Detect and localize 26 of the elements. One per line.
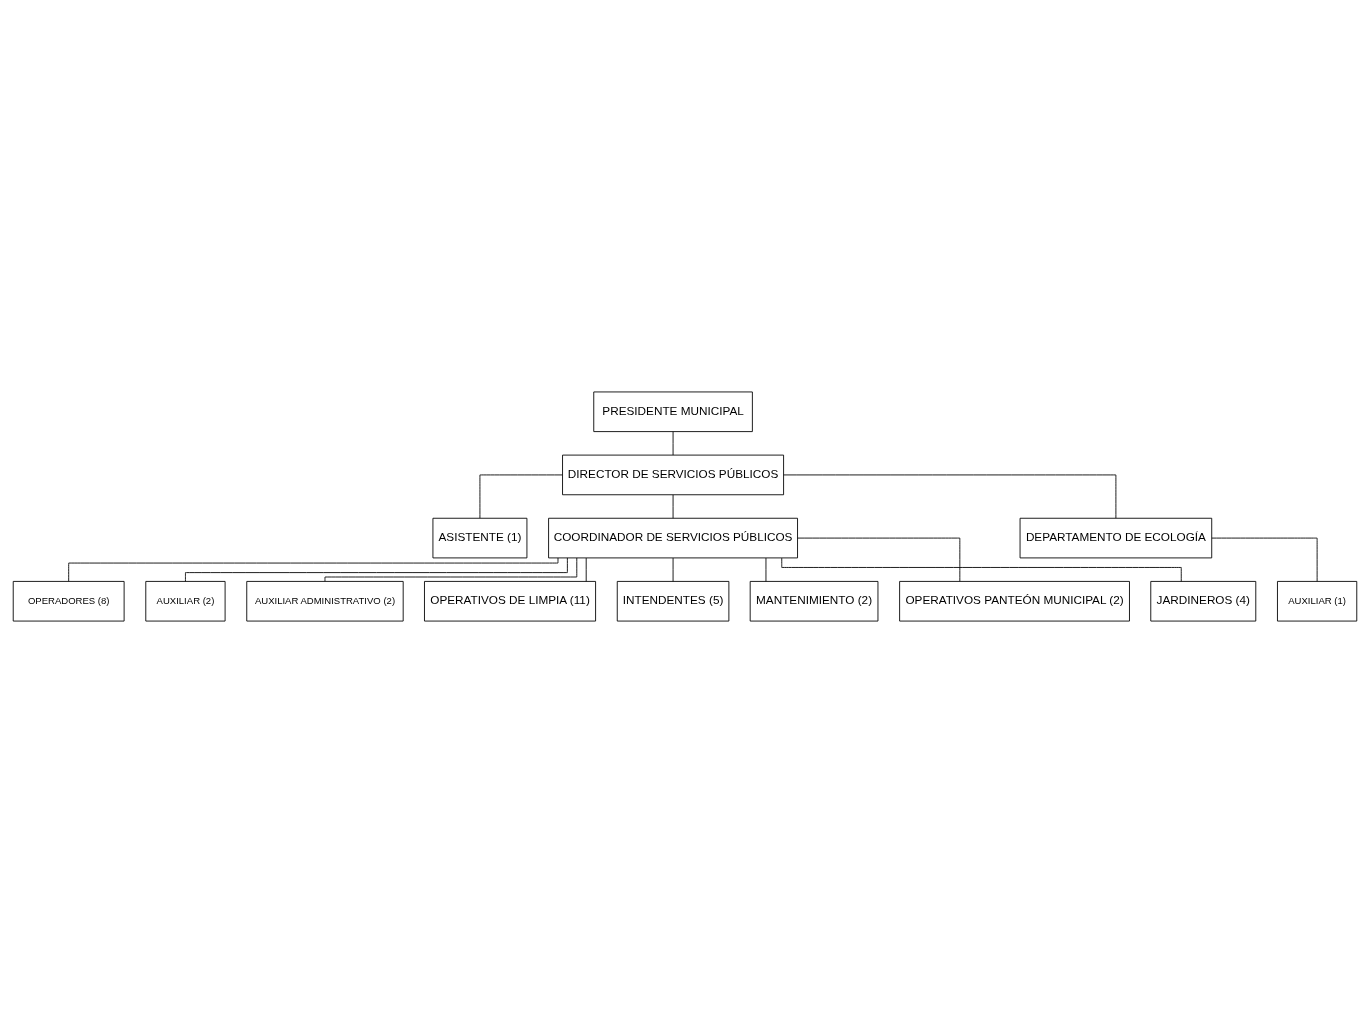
node-box: COORDINADOR DE SERVICIOS PÚBLICOS xyxy=(548,517,798,558)
connector xyxy=(479,474,563,519)
connector xyxy=(765,557,767,582)
node-box: OPERATIVOS PANTEÓN MUNICIPAL (2) xyxy=(899,580,1130,621)
connector xyxy=(672,430,674,455)
node-box: AUXILIAR ADMINISTRATIVO (2) xyxy=(246,580,404,621)
node-box: JARDINEROS (4) xyxy=(1150,580,1257,621)
node-box: AUXILIAR (2) xyxy=(145,580,226,621)
node-box: DIRECTOR DE SERVICIOS PÚBLICOS xyxy=(562,454,785,495)
node-box: AUXILIAR (1) xyxy=(1277,580,1358,621)
node-box: MANTENIMIENTO (2) xyxy=(749,580,879,621)
connector xyxy=(185,557,568,582)
connector xyxy=(672,557,674,582)
node-box: DEPARTAMENTO DE ECOLOGÍA xyxy=(1019,517,1213,558)
connector xyxy=(783,474,1117,519)
connector xyxy=(1211,537,1318,582)
node-box: PRESIDENTE MUNICIPAL xyxy=(593,391,753,432)
connector xyxy=(797,537,961,582)
connector xyxy=(781,557,1182,582)
connector xyxy=(672,493,674,519)
node-box: OPERADORES (8) xyxy=(12,580,125,621)
node-box: OPERATIVOS DE LIMPIA (11) xyxy=(424,580,597,621)
node-box: INTENDENTES (5) xyxy=(616,580,730,621)
connector xyxy=(324,557,578,582)
connector xyxy=(585,557,587,582)
node-box: ASISTENTE (1) xyxy=(432,517,528,558)
